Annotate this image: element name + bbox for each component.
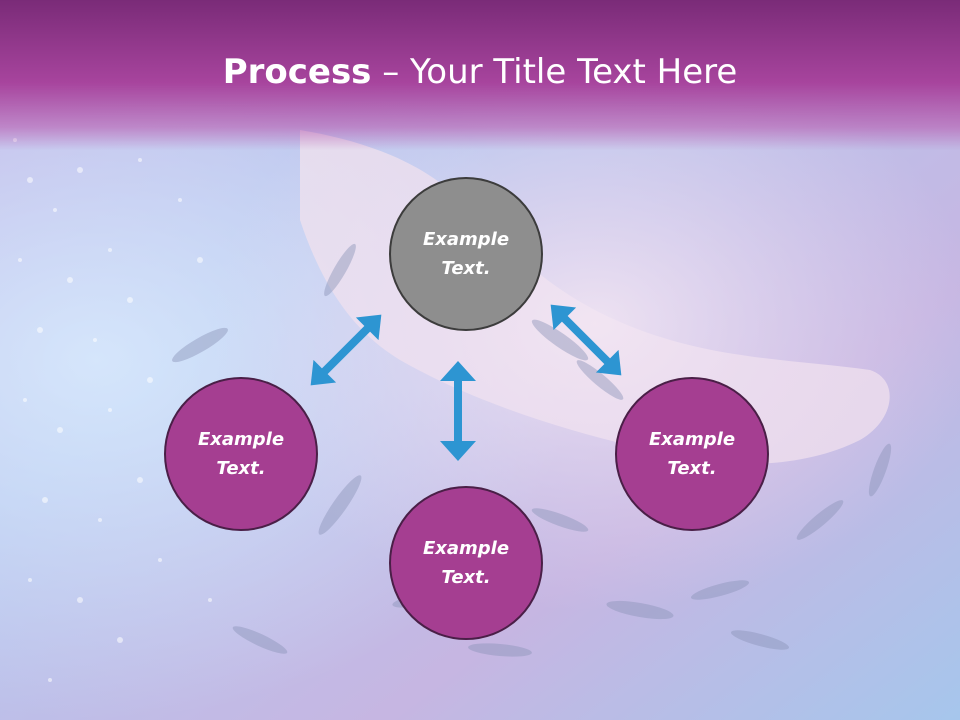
title-bold: Process <box>222 52 372 92</box>
node-line-2: Text. <box>441 567 491 588</box>
arrow-left-to-top <box>310 314 382 386</box>
node-line-2: Text. <box>667 458 717 479</box>
arrow-top-to-bottom <box>440 361 476 461</box>
arrow-top-to-right <box>550 304 622 376</box>
node-line-1: Example <box>422 538 510 559</box>
slide-title: Process – Your Title Text Here <box>0 52 960 92</box>
node-label: Example Text. <box>406 225 526 283</box>
node-line-2: Text. <box>216 458 266 479</box>
node-line-2: Text. <box>441 258 491 279</box>
process-node-right[interactable]: Example Text. <box>615 377 769 531</box>
process-node-top[interactable]: Example Text. <box>389 177 543 331</box>
node-label: Example Text. <box>406 534 526 592</box>
node-label: Example Text. <box>632 425 752 483</box>
process-node-bottom[interactable]: Example Text. <box>389 486 543 640</box>
node-line-1: Example <box>648 429 736 450</box>
title-rest: – Your Title Text Here <box>371 52 738 92</box>
node-line-1: Example <box>197 429 285 450</box>
process-node-left[interactable]: Example Text. <box>164 377 318 531</box>
node-line-1: Example <box>422 229 510 250</box>
title-band <box>0 0 960 150</box>
node-label: Example Text. <box>181 425 301 483</box>
